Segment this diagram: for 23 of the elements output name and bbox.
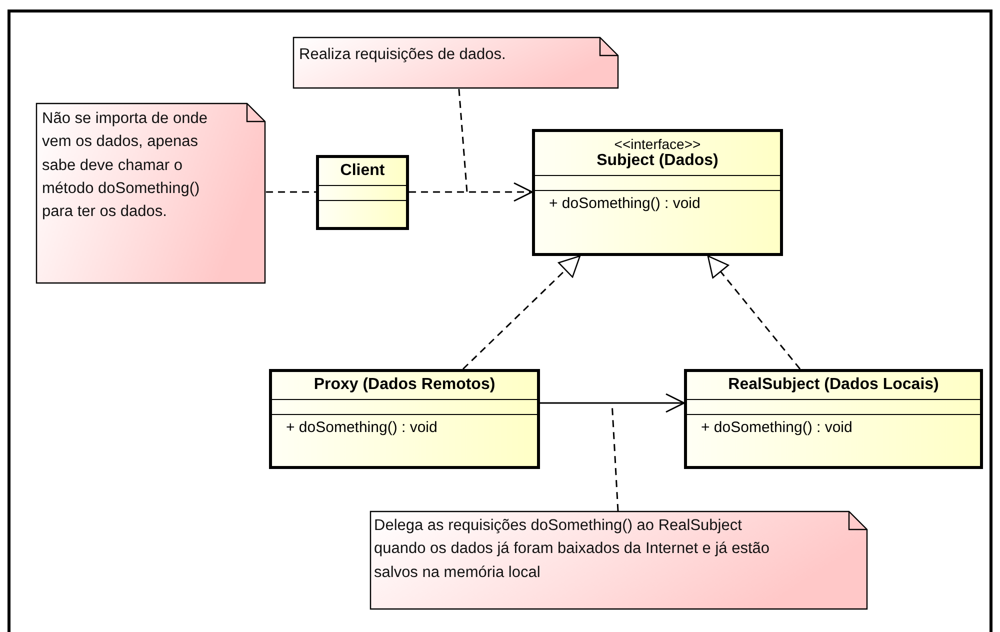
class-box bbox=[269, 369, 540, 469]
class-box bbox=[684, 369, 983, 469]
note-box bbox=[370, 511, 868, 610]
dashed-arrow bbox=[462, 255, 581, 370]
class-name: Client bbox=[339, 162, 386, 180]
stereotype-label: <<interface>> bbox=[613, 136, 702, 152]
note-text: Realiza requisições de dados. bbox=[299, 45, 507, 65]
class-name: Proxy (Dados Remotos) bbox=[312, 376, 496, 394]
class-box bbox=[316, 155, 409, 230]
class-name: RealSubject (Dados Locais) bbox=[727, 376, 940, 394]
arrow bbox=[540, 393, 685, 413]
note-text: Delega as requisições doSomething() ao RealSubject quando os dados já foram baixados da Internet e já estão salvos na memória local bbox=[374, 516, 771, 582]
operation-label: + doSomething() : void bbox=[286, 419, 438, 436]
leader-line bbox=[458, 88, 468, 192]
class-box bbox=[532, 129, 783, 256]
dashed-arrow bbox=[707, 255, 801, 370]
note-box bbox=[293, 37, 619, 89]
operation-label: + doSomething() : void bbox=[701, 419, 852, 436]
class-name: Subject (Dados) bbox=[596, 152, 720, 170]
note-box bbox=[36, 103, 266, 284]
dashed-arrow bbox=[409, 182, 533, 202]
operation-label: + doSomething() : void bbox=[549, 195, 700, 212]
note-text: Não se importa de onde vem os dados, apenas sabe deve chamar o método doSomething() para ter os dados. bbox=[42, 109, 208, 222]
